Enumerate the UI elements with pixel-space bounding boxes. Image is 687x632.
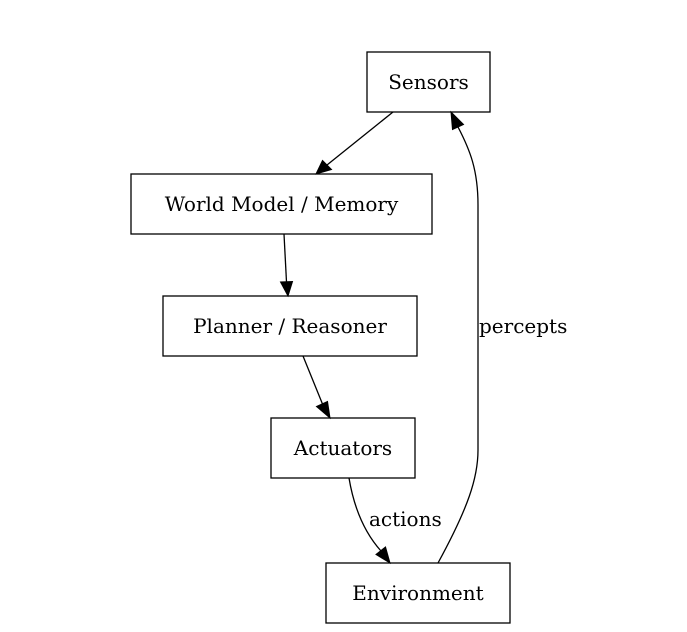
node-planner-label: Planner / Reasoner xyxy=(193,314,387,338)
node-sensors: Sensors xyxy=(366,51,491,113)
edge-planner-to-actuators xyxy=(302,355,331,420)
edge-environment-to-sensors: percepts xyxy=(437,110,567,564)
node-world-model: World Model / Memory xyxy=(130,173,433,235)
edge-world-model-to-planner xyxy=(279,233,294,298)
node-environment-label: Environment xyxy=(352,581,483,605)
node-sensors-label: Sensors xyxy=(388,70,469,94)
edge-actions-label: actions xyxy=(369,507,442,531)
edge-actuators-to-environment: actions xyxy=(348,477,442,565)
node-environment: Environment xyxy=(325,562,511,624)
edge-percepts-label: percepts xyxy=(479,314,567,338)
node-actuators-label: Actuators xyxy=(293,436,392,460)
node-planner: Planner / Reasoner xyxy=(162,295,418,357)
node-world-model-label: World Model / Memory xyxy=(165,192,399,216)
node-actuators: Actuators xyxy=(270,417,416,479)
edge-sensors-to-world-model xyxy=(315,111,394,175)
